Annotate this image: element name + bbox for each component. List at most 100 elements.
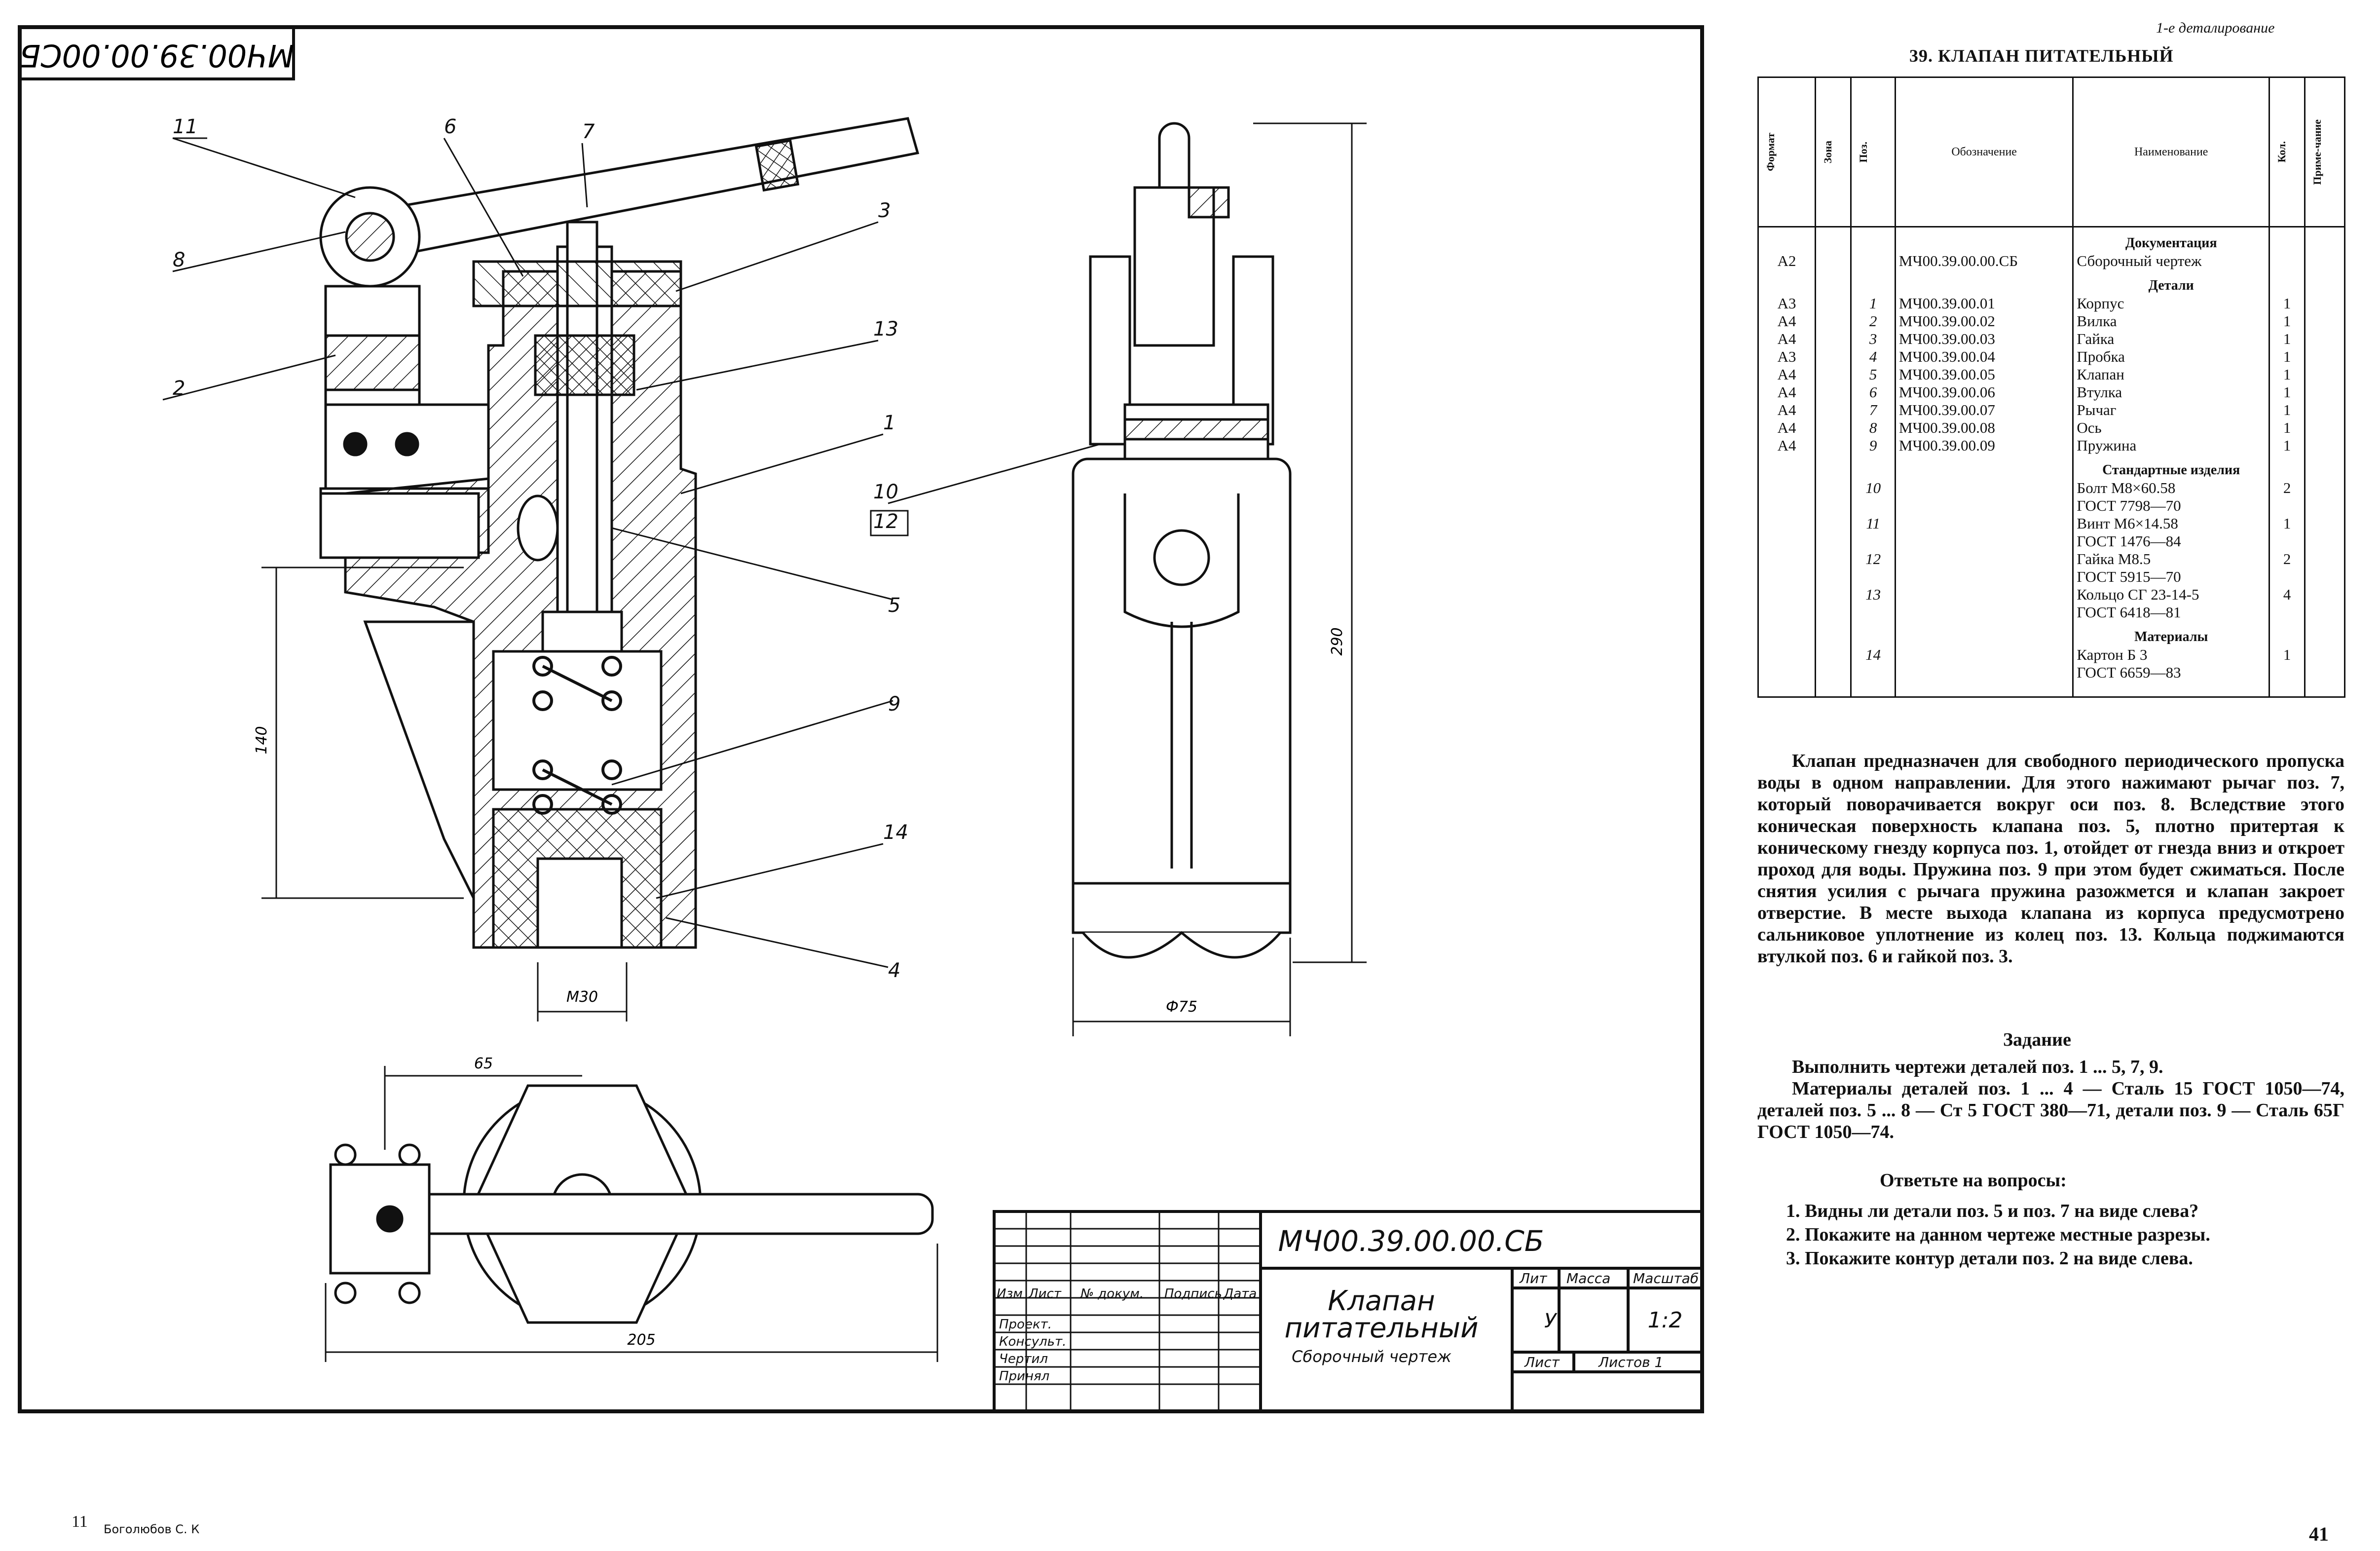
- callout-5: 5: [888, 594, 900, 617]
- spec-name: Болт М8×60.58: [2077, 479, 2176, 496]
- spec-format: А4: [1757, 330, 1817, 348]
- spec-format: А4: [1757, 312, 1817, 330]
- front-dims: [261, 567, 628, 1021]
- spec-pos: 14: [1850, 646, 1896, 681]
- spec-designation: МЧ00.39.00.01: [1894, 295, 2074, 312]
- spec-pos: 12: [1850, 550, 1896, 586]
- tb-sheets: Листов 1: [1598, 1354, 1663, 1370]
- spec-format: [1757, 515, 1817, 550]
- spec-name-cell: Пробка: [2072, 348, 2270, 366]
- tb-role-4: Принял: [999, 1369, 1049, 1384]
- spec-name: Пробка: [2077, 348, 2125, 365]
- spec-qty: 1: [2268, 437, 2306, 454]
- spec-qty: 2: [2268, 550, 2306, 586]
- dim-290: 290: [1329, 627, 1346, 655]
- task-block: Выполнить чертежи деталей поз. 1 ... 5, …: [1757, 1056, 2344, 1143]
- spec-pos: 3: [1850, 330, 1896, 348]
- section-tag: 1-е деталирование: [2156, 20, 2275, 36]
- spec-name-standard: ГОСТ 7798—70: [2077, 497, 2181, 514]
- tb-sheet: Лист: [1524, 1354, 1560, 1370]
- spec-designation: МЧ00.39.00.09: [1894, 437, 2074, 454]
- tb-code: МЧ00.39.00.00.СБ: [1278, 1224, 1544, 1258]
- tb-hdr-sign: Подпись: [1164, 1286, 1222, 1301]
- stamp-code: МЧ00.39.00.00СБ: [20, 38, 295, 74]
- spec-name: Гайка М8.5: [2077, 550, 2151, 567]
- spec-designation: МЧ00.39.00.07: [1894, 401, 2074, 419]
- spec-designation: [1894, 479, 2074, 515]
- callout-14: 14: [883, 821, 908, 844]
- spec-name: Пружина: [2077, 437, 2137, 454]
- spec-name: Вилка: [2077, 312, 2117, 330]
- spec-pos: 7: [1850, 401, 1896, 419]
- tb-name-1: Клапан: [1328, 1285, 1435, 1317]
- spec-section-row: Стандартные изделия: [1757, 454, 2345, 479]
- tb-role-1: Проект.: [999, 1317, 1052, 1332]
- callout-11: 11: [173, 115, 198, 138]
- front-view: [319, 117, 920, 949]
- spec-section-title: Детали: [2072, 270, 2270, 295]
- spec-format: [1757, 479, 1817, 515]
- questions-title: Ответьте на вопросы:: [1880, 1170, 2067, 1191]
- callout-3: 3: [878, 199, 891, 222]
- spec-table: Формат Зона Поз. Обозначение Наименовани…: [1757, 76, 2345, 698]
- spec-qty: 1: [2268, 515, 2306, 550]
- spec-designation: [1894, 646, 2074, 681]
- question-1: 1. Видны ли детали поз. 5 и поз. 7 на ви…: [1786, 1201, 2199, 1221]
- spec-qty: [2268, 252, 2306, 270]
- col-zone: Зона: [1822, 140, 1834, 164]
- dim-phi75: Ф75: [1166, 998, 1197, 1016]
- tb-scale: 1:2: [1648, 1308, 1683, 1333]
- dim-205: 205: [627, 1331, 655, 1349]
- spec-qty: 1: [2268, 646, 2306, 681]
- spec-name: Картон Б 3: [2077, 646, 2148, 663]
- col-qty: Кол.: [2275, 141, 2288, 163]
- spec-format: А3: [1757, 295, 1817, 312]
- spec-section-row: Документация: [1757, 227, 2345, 252]
- stamp-box: [18, 26, 295, 80]
- spec-qty: 1: [2268, 366, 2306, 383]
- col-designation: Обозначение: [1894, 76, 2074, 227]
- spec-name: Кольцо СГ 23-14-5: [2077, 586, 2199, 603]
- spec-name: Ось: [2077, 419, 2102, 436]
- spec-name-standard: ГОСТ 6659—83: [2077, 664, 2181, 681]
- footer-left-number: 11: [72, 1513, 88, 1531]
- questions-list: 1. Видны ли детали поз. 5 и поз. 7 на ви…: [1786, 1199, 2210, 1270]
- spec-name: Втулка: [2077, 383, 2122, 401]
- spec-name-cell: Сборочный чертеж: [2072, 252, 2270, 270]
- callout-4: 4: [888, 959, 900, 982]
- spec-name-cell: Втулка: [2072, 383, 2270, 401]
- spec-designation: [1894, 586, 2074, 621]
- spec-qty: 1: [2268, 348, 2306, 366]
- tb-role-2: Консульт.: [999, 1334, 1066, 1349]
- spec-format: А4: [1757, 366, 1817, 383]
- side-view: [1072, 122, 1292, 959]
- spec-qty: 1: [2268, 383, 2306, 401]
- side-dims: [1072, 122, 1367, 1036]
- title-block: [993, 1210, 1704, 1413]
- callout-2: 2: [173, 377, 185, 400]
- description: Клапан предназначен для свободного перио…: [1757, 750, 2344, 967]
- spec-name: Сборочный чертеж: [2077, 252, 2202, 269]
- spec-section-title: Материалы: [2072, 621, 2270, 646]
- spec-qty: 1: [2268, 312, 2306, 330]
- spec-name-cell: Гайка: [2072, 330, 2270, 348]
- spec-qty: 2: [2268, 479, 2306, 515]
- spec-designation: [1894, 515, 2074, 550]
- tb-hdr-date: Дата: [1223, 1286, 1257, 1301]
- spec-name-cell: Вилка: [2072, 312, 2270, 330]
- col-note: Приме-чание: [2311, 119, 2324, 185]
- spec-format: [1757, 646, 1817, 681]
- spec-section-title: Стандартные изделия: [2072, 454, 2270, 479]
- page-title: 39. КЛАПАН ПИТАТЕЛЬНЫЙ: [1909, 46, 2174, 66]
